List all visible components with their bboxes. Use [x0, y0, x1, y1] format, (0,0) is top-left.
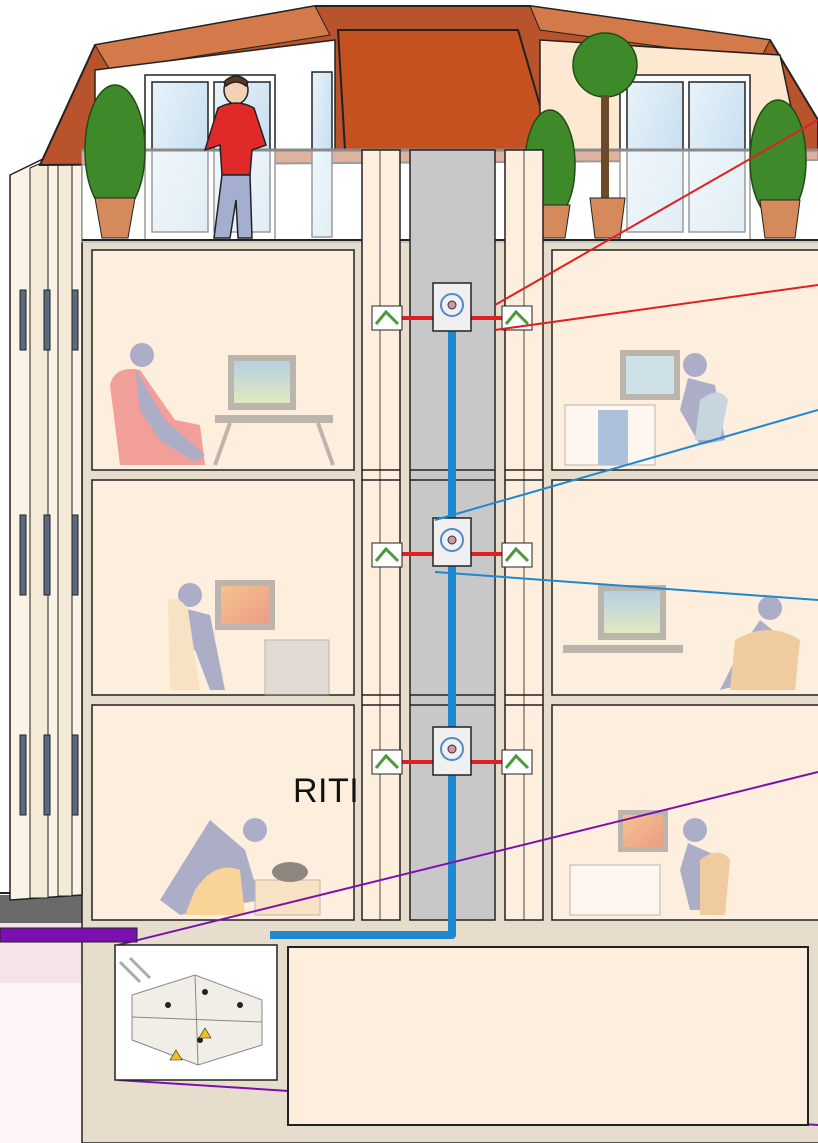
outlet-icon: [501, 542, 533, 568]
outlet-icon: [371, 749, 403, 775]
person-icon: [203, 75, 267, 239]
computer-icon: [228, 355, 296, 410]
distribution-box-icon: [432, 726, 472, 776]
riti-label: RITI: [293, 772, 360, 810]
riser-cable: [270, 295, 456, 939]
outlet-icon: [501, 305, 533, 331]
incoming-cable: [0, 927, 138, 943]
distribution-box-icon: [432, 282, 472, 332]
outlet-icon: [371, 305, 403, 331]
duct-columns: [361, 149, 544, 921]
distribution-box-icon: [432, 517, 472, 567]
outlet-icon: [501, 749, 533, 775]
room-figures: [110, 343, 800, 916]
floor-equipment: [371, 282, 533, 776]
tree-icon: [84, 32, 807, 239]
riti-room: [287, 946, 809, 1126]
outlet-icon: [371, 542, 403, 568]
riti-box-icon: [114, 944, 278, 1081]
